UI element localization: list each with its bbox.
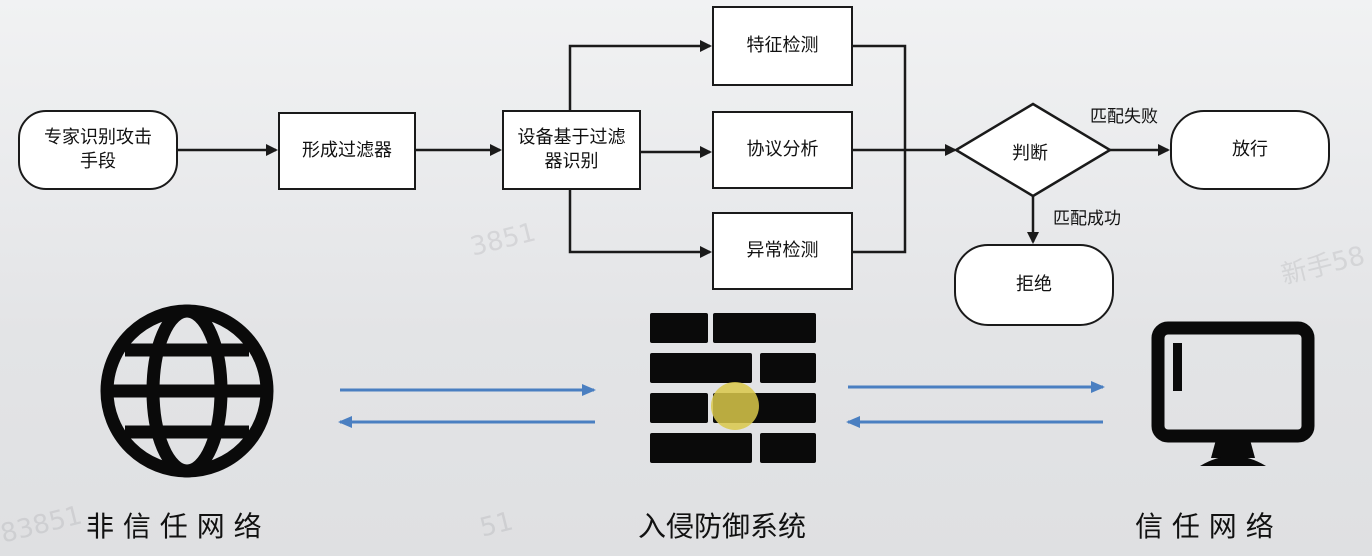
edge-identify-feature (568, 40, 712, 110)
node-start: 专家识别攻击手段 (18, 110, 178, 190)
ips-label: 入侵防御系统 (638, 510, 807, 543)
node-filter-label: 形成过滤器 (302, 140, 392, 161)
globe-icon (100, 304, 274, 478)
edge-feature-merge (853, 44, 907, 150)
node-reject-label: 拒绝 (1016, 274, 1052, 295)
monitor-icon (1151, 321, 1315, 466)
node-pass-label: 放行 (1232, 139, 1268, 160)
cursor-highlight (711, 382, 759, 430)
label-match-success: 匹配成功 (1053, 209, 1121, 229)
node-protocol: 协议分析 (712, 111, 853, 189)
edge-anomaly-merge (853, 150, 907, 254)
untrusted-network-label: 非 信 任 网 络 (86, 510, 262, 543)
node-filter: 形成过滤器 (278, 112, 416, 190)
node-anomaly-label: 异常检测 (746, 240, 819, 261)
node-reject: 拒绝 (954, 244, 1114, 326)
decision-label: 判断 (1012, 143, 1048, 164)
node-protocol-label: 协议分析 (746, 139, 819, 160)
node-identify-label: 设备基于过滤器识别 (517, 127, 626, 172)
node-anomaly: 异常检测 (712, 212, 853, 290)
firewall-brick-icon (650, 313, 816, 463)
node-pass: 放行 (1170, 110, 1330, 190)
node-identify: 设备基于过滤器识别 (502, 110, 641, 190)
node-feature: 特征检测 (712, 6, 853, 86)
trusted-network-label: 信 任 网 络 (1135, 510, 1274, 543)
node-feature-label: 特征检测 (746, 35, 819, 56)
label-match-fail: 匹配失败 (1090, 107, 1158, 127)
decision-diamond (953, 102, 1113, 198)
edge-identify-anomaly (568, 190, 712, 258)
node-start-label: 专家识别攻击手段 (44, 127, 152, 172)
